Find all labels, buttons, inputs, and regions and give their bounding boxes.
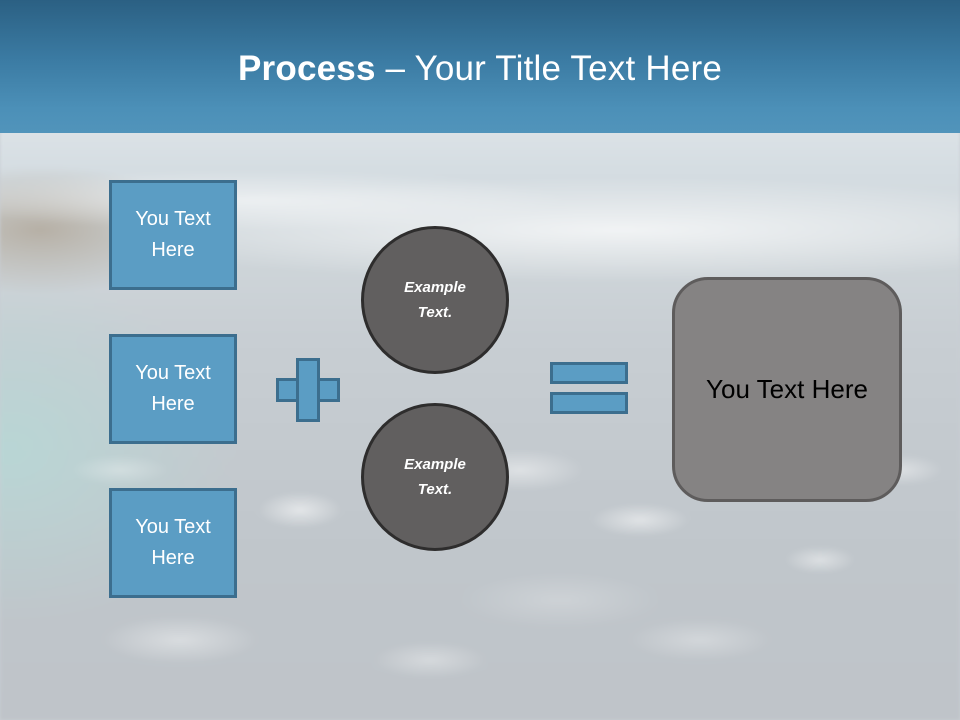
page-title-separator: – xyxy=(375,49,415,88)
page-title-strong: Process xyxy=(238,49,376,88)
example-circle-2[interactable]: Example Text. xyxy=(361,403,509,551)
plus-operator-icon xyxy=(276,358,340,422)
result-box-label: You Text Here xyxy=(706,374,868,404)
page-title: Process – Your Title Text Here xyxy=(0,48,960,90)
input-box-3-label: You Text Here xyxy=(135,516,211,569)
plus-center-fill xyxy=(299,381,317,399)
input-box-1[interactable]: You Text Here xyxy=(109,180,237,290)
example-circle-2-line2: Text. xyxy=(417,481,453,498)
example-circle-1-line1: Example xyxy=(404,279,466,296)
equals-top-bar xyxy=(550,362,628,384)
input-box-2-label: You Text Here xyxy=(135,362,211,415)
example-circle-1-line2: Text. xyxy=(417,304,453,321)
page-title-light: Your Title Text Here xyxy=(414,49,722,88)
equals-bottom-bar xyxy=(550,392,628,414)
input-box-2[interactable]: You Text Here xyxy=(109,334,237,444)
example-circle-1[interactable]: Example Text. xyxy=(361,226,509,374)
result-box[interactable]: You Text Here xyxy=(672,277,902,502)
equals-operator-icon xyxy=(550,362,628,414)
title-header-band: Process – Your Title Text Here xyxy=(0,0,960,133)
input-box-1-label: You Text Here xyxy=(135,208,211,261)
input-box-3[interactable]: You Text Here xyxy=(109,488,237,598)
example-circle-2-line1: Example xyxy=(404,456,466,473)
